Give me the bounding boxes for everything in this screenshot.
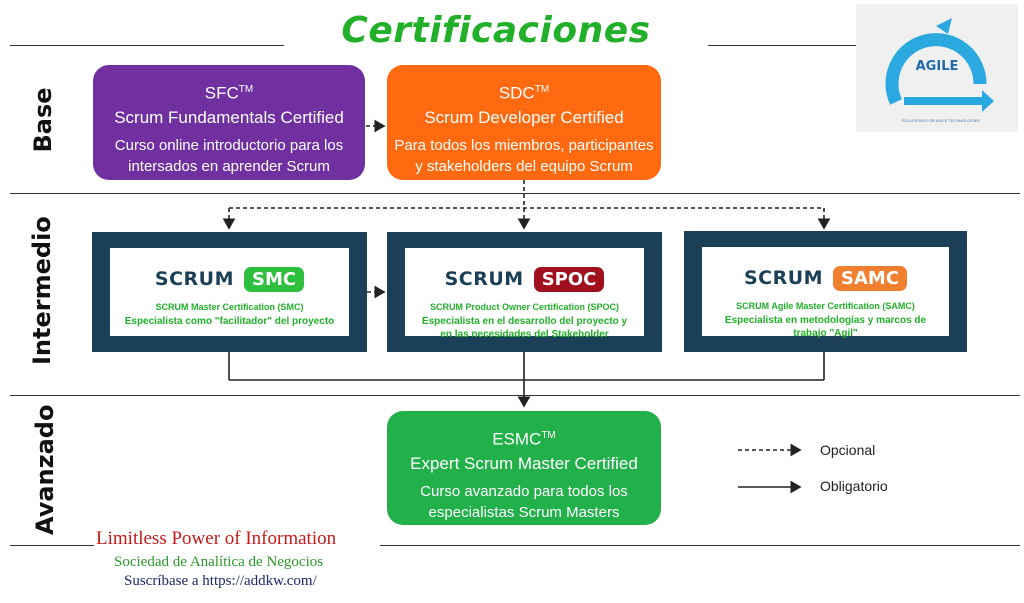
sfc-desc-line1: Curso online introductorio para los xyxy=(114,136,344,154)
agile-cycle-icon xyxy=(885,18,994,112)
footer-society: Sociedad de Analítica de Negocios xyxy=(114,554,324,570)
agile-logo-text: AGILE xyxy=(915,59,959,74)
samc-badge: SAMC xyxy=(833,265,908,291)
smc-spec-line1: Especialista como "facilitador" del proy… xyxy=(124,316,335,327)
samc-spec-line1: Especialista en metodologías y marcos de xyxy=(724,315,927,326)
sdc-desc-line2: y stakeholders del equipo Scrum xyxy=(415,157,633,175)
smc-badge: SMC xyxy=(244,266,305,292)
spoc-badge: SPOC xyxy=(533,266,605,292)
smc-card: SCRUM SMC SCRUM Master Certification (SM… xyxy=(92,232,367,352)
base-divider xyxy=(10,193,1020,194)
intermediate-divider xyxy=(10,395,1020,396)
smc-scrum-label: SCRUM xyxy=(154,268,234,290)
samc-spec-line2: trabajo "Agil" xyxy=(793,328,858,339)
legend-optional-label: Opcional xyxy=(820,442,876,458)
esmc-box: ESMCTM Expert Scrum Master Certified Cur… xyxy=(387,411,661,525)
esmc-desc-line2: especialistas Scrum Masters xyxy=(428,503,620,521)
legend-mandatory-label: Obligatorio xyxy=(820,478,888,494)
sfc-code: SFC xyxy=(204,83,239,103)
esmc-code: ESMC xyxy=(492,429,542,449)
esmc-name: Expert Scrum Master Certified xyxy=(410,453,638,473)
samc-subtitle: SCRUM Agile Master Certification (SAMC) xyxy=(736,301,915,311)
footer-subscribe-link[interactable]: Suscríbase a https://addkw.com/ xyxy=(124,573,317,589)
spoc-card: SCRUM SPOC SCRUM Product Owner Certifica… xyxy=(387,232,662,352)
top-rule-right xyxy=(708,45,856,46)
sdc-box: SDCTM Scrum Developer Certified Para tod… xyxy=(387,65,661,180)
sdc-code: SDC xyxy=(498,83,535,103)
top-rule-left xyxy=(10,45,286,46)
sfc-name: Scrum Fundamentals Certified xyxy=(114,107,344,127)
sdc-desc-line1: Para todos los miembros, participantes xyxy=(394,136,654,154)
sfc-tm: TM xyxy=(238,84,254,95)
footer-rule-right xyxy=(380,545,1020,546)
footer-rule-left xyxy=(10,545,94,546)
esmc-desc-line1: Curso avanzado para todos los xyxy=(420,482,628,500)
spoc-scrum-label: SCRUM xyxy=(444,268,524,290)
sfc-desc-line2: intersados en aprender Scrum xyxy=(128,157,330,175)
spoc-spec-line2: en las necesidades del Stakeholder xyxy=(440,329,609,340)
sfc-box: SFCTM Scrum Fundamentals Certified Curso… xyxy=(93,65,365,180)
sdc-tm: TM xyxy=(534,84,550,95)
agile-logo: AGILE SOLUTIONS FOR AGILE TECHNOLOGIES xyxy=(856,4,1018,132)
spoc-spec-line1: Especialista en el desarrollo del proyec… xyxy=(421,316,628,327)
agile-logo-tagline: SOLUTIONS FOR AGILE TECHNOLOGIES xyxy=(901,118,981,123)
smc-subtitle: SCRUM Master Certification (SMC) xyxy=(155,302,304,312)
sdc-name: Scrum Developer Certified xyxy=(424,107,624,127)
footer-slogan: Limitless Power of Information xyxy=(96,528,337,549)
esmc-tm: TM xyxy=(541,430,556,441)
spoc-subtitle: SCRUM Product Owner Certification (SPOC) xyxy=(429,302,619,312)
samc-card: SCRUM SAMC SCRUM Agile Master Certificat… xyxy=(684,231,967,352)
samc-scrum-label: SCRUM xyxy=(743,267,824,289)
